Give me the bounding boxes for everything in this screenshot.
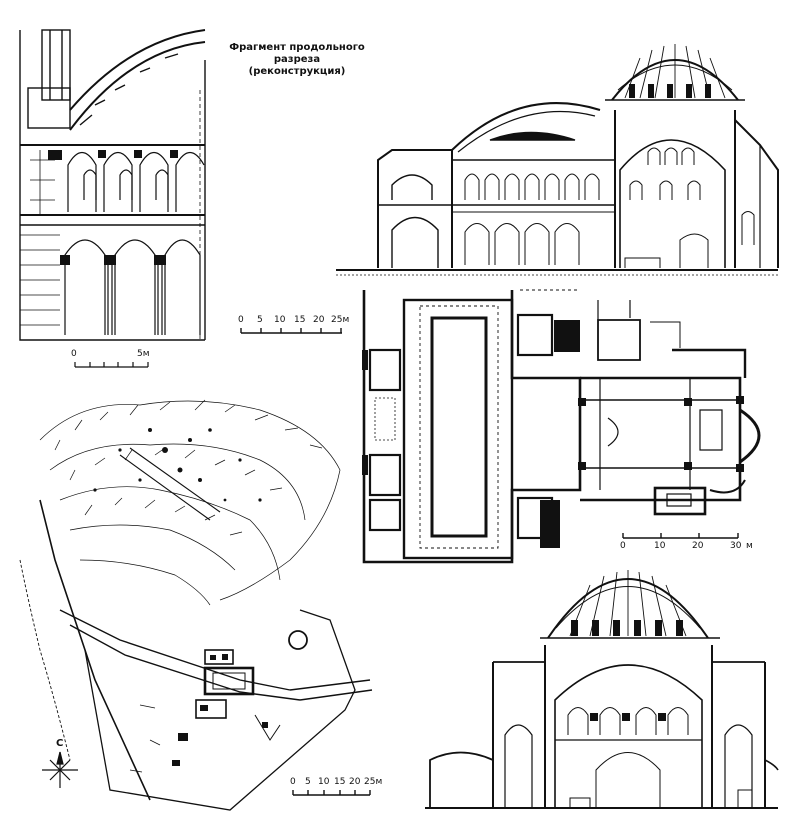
drawing-caption: Фрагмент продольного разреза (реконструк…: [222, 42, 372, 78]
scale-site-tick-20: 20: [349, 777, 361, 787]
site-plan: [19, 399, 373, 811]
scale-bar-section: [240, 328, 342, 334]
transverse-section: [425, 570, 779, 809]
scale-site-tick-0: 0: [290, 777, 296, 787]
north-arrow-icon: [42, 751, 78, 788]
scale-site-tick-25m: 25м: [364, 777, 383, 787]
scale-section-tick-5: 5: [257, 315, 263, 325]
fragment-drawing: [19, 29, 206, 341]
scale-section-tick-15: 15: [294, 315, 306, 325]
scale-site-tick-10: 10: [318, 777, 330, 787]
scale-bar-site: [292, 790, 371, 796]
scale-site-tick-5: 5: [305, 777, 311, 787]
scale-site-tick-15: 15: [334, 777, 346, 787]
longitudinal-section: [336, 44, 779, 276]
north-label: С: [56, 738, 64, 749]
scale-section-tick-10: 10: [274, 315, 286, 325]
scale-plan-tick-30: 30: [730, 541, 742, 551]
scale-plan-tick-0: 0: [620, 541, 626, 551]
scale-section-tick-0: 0: [238, 315, 244, 325]
scale-plan-tick-10: 10: [654, 541, 666, 551]
caption-line-3: (реконструкция): [248, 66, 346, 77]
scale-section-tick-20: 20: [313, 315, 325, 325]
scale-plan-unit: м: [746, 541, 753, 551]
caption-line-2: разреза: [273, 54, 321, 65]
scale-bar-plan: [622, 533, 739, 539]
scale-fragment-tick-5m: 5м: [137, 349, 150, 359]
scale-bar-fragment: [74, 362, 149, 368]
floor-plan: [362, 289, 761, 564]
caption-line-1: Фрагмент продольного: [229, 42, 365, 53]
scale-section-tick-25m: 25м: [331, 315, 350, 325]
scale-plan-tick-20: 20: [692, 541, 704, 551]
scale-fragment-tick-0: 0: [71, 349, 77, 359]
